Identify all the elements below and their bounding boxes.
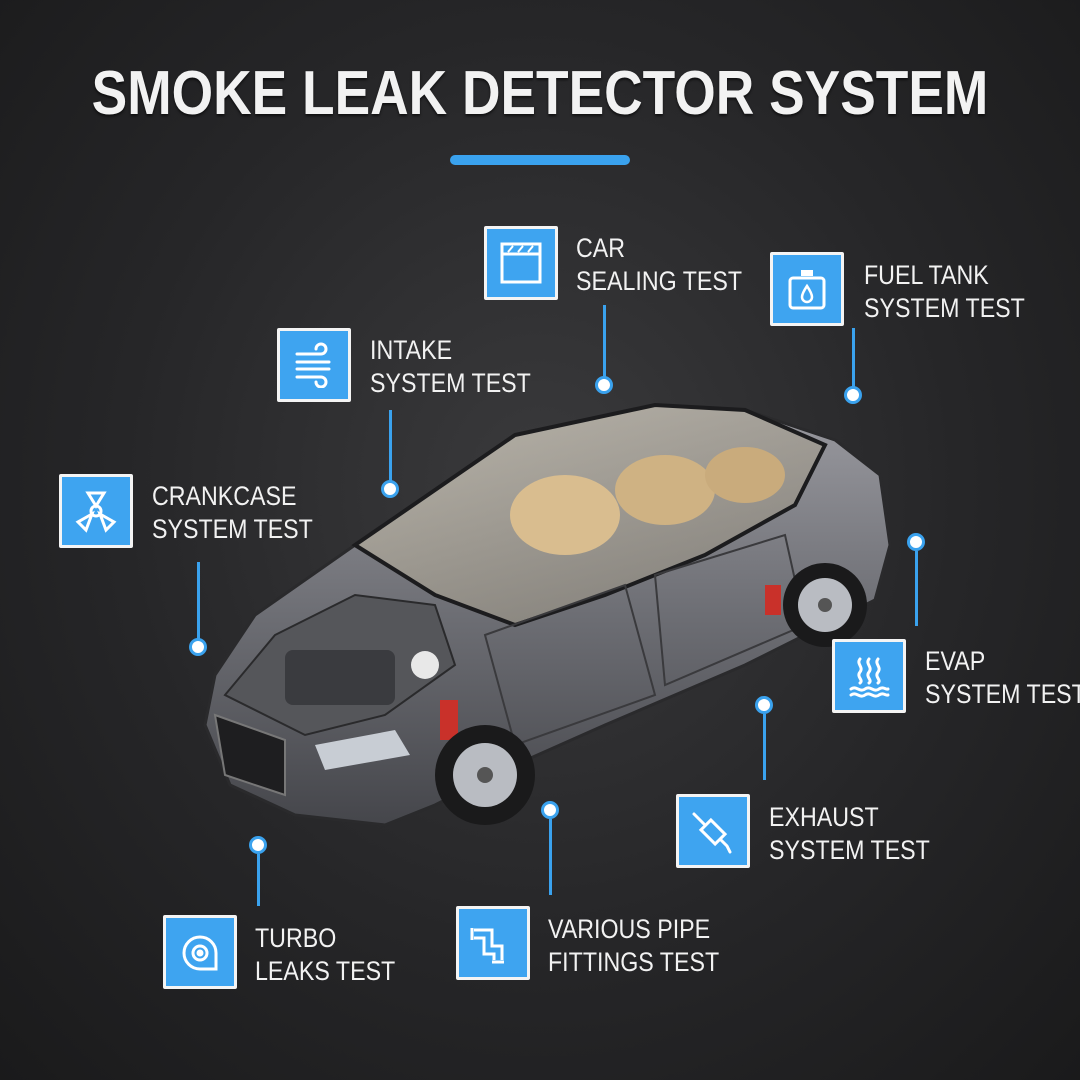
- connector-dot: [381, 480, 399, 498]
- title-underline: [450, 155, 630, 165]
- connector-line: [257, 854, 260, 906]
- connector-dot: [755, 696, 773, 714]
- fuel-tank-icon: [770, 252, 844, 326]
- connector-line: [763, 714, 766, 780]
- turbo-icon: [163, 915, 237, 989]
- connector-dot: [541, 801, 559, 819]
- car-cutaway-image: [203, 402, 892, 827]
- vapor-icon: [832, 639, 906, 713]
- connector-dot: [189, 638, 207, 656]
- connector-line: [852, 328, 855, 390]
- page-title: SMOKE LEAK DETECTOR SYSTEM: [91, 59, 989, 128]
- connector-dot: [844, 386, 862, 404]
- connector-line: [197, 562, 200, 640]
- connector-dot: [907, 533, 925, 551]
- connector-line: [915, 551, 918, 626]
- pipe-fitting-icon: [456, 906, 530, 980]
- window-icon: [484, 226, 558, 300]
- connector-line: [603, 305, 606, 380]
- crankshaft-icon: [59, 474, 133, 548]
- connector-dot: [595, 376, 613, 394]
- connector-line: [389, 410, 392, 482]
- connector-dot: [249, 836, 267, 854]
- connector-line: [549, 819, 552, 895]
- air-flow-icon: [277, 328, 351, 402]
- exhaust-pipe-icon: [676, 794, 750, 868]
